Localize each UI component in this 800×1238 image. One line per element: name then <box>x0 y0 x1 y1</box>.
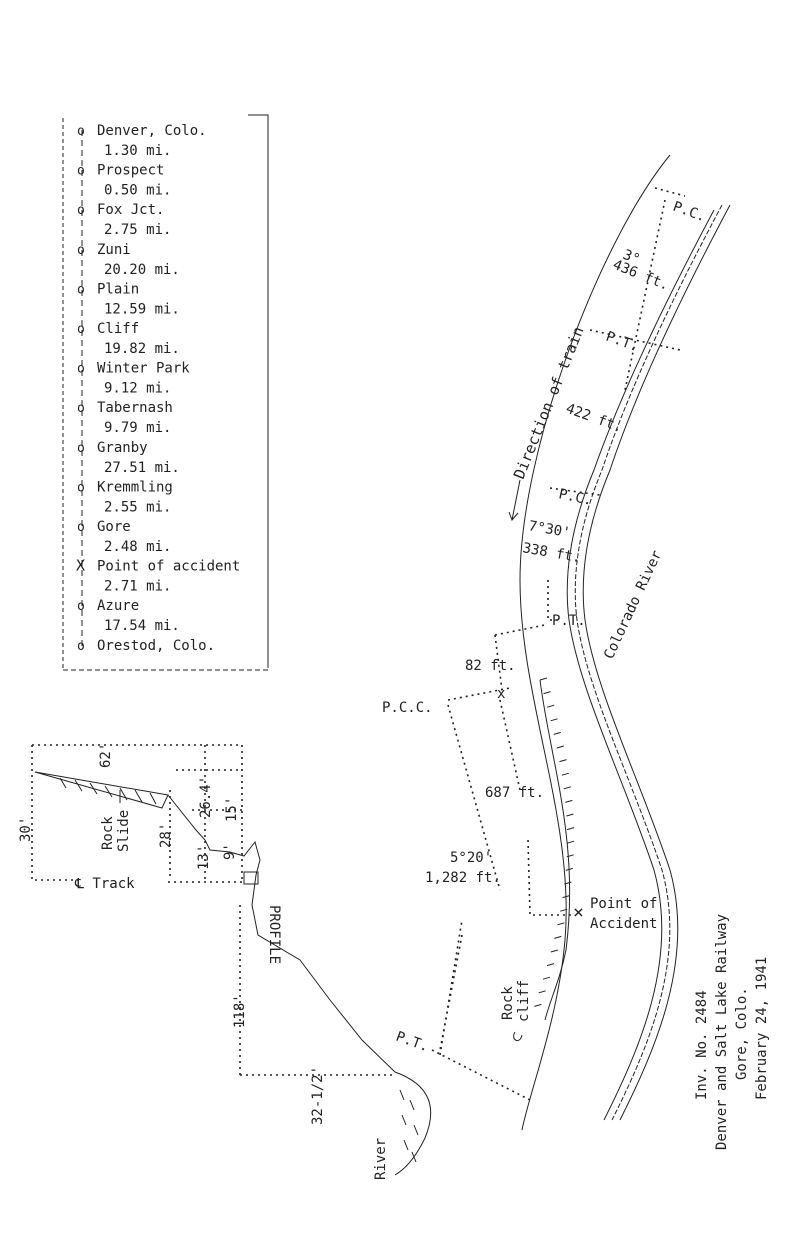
station-distance: 2.75 mi. <box>104 222 171 238</box>
curve1-len: 436 ft. <box>611 257 672 294</box>
rock-cliff-label-1: Rock <box>500 986 516 1020</box>
curve2-len: 338 ft. <box>521 540 582 566</box>
rock-slide-label-1: Rock <box>100 816 116 850</box>
station-marker: o <box>77 401 85 416</box>
station-distance: 9.12 mi. <box>104 381 171 397</box>
track-marker <box>243 871 259 885</box>
station-marker: o <box>77 203 85 218</box>
station-marker: o <box>77 599 85 614</box>
direction-arrow <box>508 479 521 521</box>
dim-30-label: 30' <box>18 817 34 842</box>
dim-9-label: 9' <box>222 843 238 860</box>
station-distance: 9.79 mi. <box>104 420 171 436</box>
profile-river-label: River <box>373 1138 389 1180</box>
station-distance: 20.20 mi. <box>104 262 180 278</box>
curve3-deg: 5°20' <box>450 850 492 866</box>
station-name: Orestod, Colo. <box>97 638 215 654</box>
station-distance: 2.48 mi. <box>104 539 171 555</box>
station-distance: 17.54 mi. <box>104 618 180 634</box>
station-distance: 19.82 mi. <box>104 341 180 357</box>
track-line <box>519 154 671 1131</box>
station-name: Fox Jct. <box>97 202 164 218</box>
accident-point-marker: X <box>76 557 85 575</box>
pc-top-label: P.C. <box>671 199 708 226</box>
rock-slide-label-2: Slide <box>116 810 132 852</box>
rock-slide-shape <box>34 771 169 809</box>
station-name: Winter Park <box>97 361 190 377</box>
tangent-label: 422 ft. <box>564 401 625 436</box>
plan-view: Colorado River Direction of train P.C. 3… <box>382 154 731 1131</box>
station-name: Granby <box>97 440 148 456</box>
dist-687-label: 687 ft. <box>485 785 544 801</box>
station-name: Zuni <box>97 242 131 258</box>
caption-line2: Denver and Salt Lake Railway <box>714 914 730 1150</box>
river-bank-2 <box>574 204 723 1121</box>
point-of-label: Point of <box>590 896 657 912</box>
curve2-deg: 7°30' <box>527 518 571 541</box>
river-bank-1 <box>582 204 731 1121</box>
accident-label: Accident <box>590 916 657 932</box>
station-name: Point of accident <box>97 559 240 575</box>
station-name: Denver, Colo. <box>97 123 207 139</box>
station-distance: 12.59 mi. <box>104 301 180 317</box>
station-name: Gore <box>97 519 131 535</box>
station-name: Plain <box>97 281 139 297</box>
pt1-label: P.T. <box>604 329 641 356</box>
profile-diagram: 62' 30' ℄ Track Rock Slide 28' 13' 9' 15… <box>18 743 432 1180</box>
dim-118-label: 118' <box>232 994 248 1028</box>
station-marker: o <box>77 480 85 495</box>
accident-marker: × <box>573 902 584 923</box>
track-label: ℄ Track <box>74 876 135 892</box>
station-name: Prospect <box>97 163 164 179</box>
pt2-label: P.T. <box>552 613 586 629</box>
pc2-label: P.C. <box>557 486 593 509</box>
station-name: Tabernash <box>97 400 173 416</box>
pcc-label: P.C.C. <box>382 700 433 716</box>
slope-profile-line <box>167 794 396 1073</box>
station-distance: 1.30 mi. <box>104 143 171 159</box>
station-marker: o <box>77 441 85 456</box>
dim-32-label: 32-1/2' <box>310 1066 326 1125</box>
dim-15-label: 15' <box>224 797 240 822</box>
station-distance: 2.71 mi. <box>104 579 171 595</box>
station-marker: o <box>77 282 85 297</box>
river-bank-3 <box>566 209 715 1121</box>
profile-river-bank <box>394 1071 432 1176</box>
dim-62-label: 62' <box>98 743 114 768</box>
curve3-len: 1,282 ft. <box>425 870 501 886</box>
caption-line4: February 24, 1941 <box>754 957 770 1100</box>
station-distance: 0.50 mi. <box>104 183 171 199</box>
station-marker: o <box>77 520 85 535</box>
list-right-border <box>248 114 269 668</box>
dim-26-4-label: 26.4' <box>198 776 214 818</box>
dist-82-label: 82 ft. <box>465 658 516 674</box>
river-label: Colorado River <box>601 548 665 662</box>
station-distance: 2.55 mi. <box>104 499 171 515</box>
caption: Inv. No. 2484 Denver and Salt Lake Railw… <box>694 914 770 1150</box>
caption-line1: Inv. No. 2484 <box>694 990 710 1100</box>
station-marker: o <box>77 362 85 377</box>
pt3-label: P.T. <box>394 1029 431 1056</box>
station-marker: o <box>77 243 85 258</box>
station-distance: 27.51 mi. <box>104 460 180 476</box>
station-marker: o <box>77 639 85 654</box>
station-name: Azure <box>97 598 139 614</box>
caption-line3: Gore, Colo. <box>734 987 750 1080</box>
dim-28-label: 28' <box>158 823 174 848</box>
profile-title: PROFILE <box>266 905 282 964</box>
rock-cliff-label-2: cliff <box>516 980 532 1022</box>
station-name: Cliff <box>97 321 139 337</box>
station-marker: o <box>77 322 85 337</box>
dim-13-label: 13' <box>196 845 212 870</box>
curve1-deg: 3° <box>621 247 643 268</box>
rock-cliff-line <box>539 679 571 1021</box>
station-marker: o <box>77 124 85 139</box>
pcc-x: x <box>497 686 505 702</box>
station-marker: o <box>77 164 85 179</box>
station-name: Kremmling <box>97 479 173 495</box>
